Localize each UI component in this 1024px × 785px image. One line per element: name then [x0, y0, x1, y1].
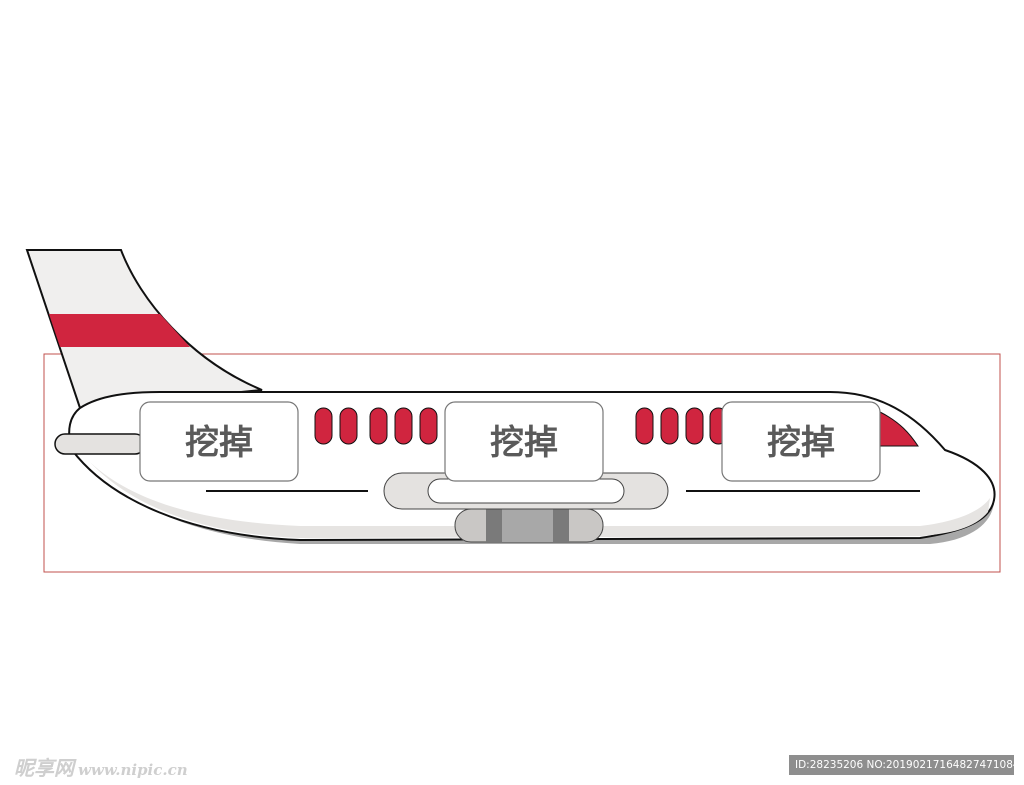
guide-frame	[43, 353, 1001, 573]
cutout-label: 挖掉	[767, 423, 835, 463]
passenger-window	[394, 407, 413, 445]
cutout-label: 挖掉	[185, 423, 253, 463]
passenger-window	[660, 407, 679, 445]
tail-stripe	[49, 314, 190, 347]
cutout-box-1: 挖掉	[139, 401, 299, 482]
cutout-box-3: 挖掉	[721, 401, 881, 482]
watermark-brand-name: 昵享网	[14, 756, 74, 780]
passenger-window	[314, 407, 333, 445]
watermark-id-badge: ID:28235206 NO:20190217164827471084	[789, 755, 1014, 775]
passenger-window	[635, 407, 654, 445]
wing-inner	[427, 478, 625, 504]
cutout-label: 挖掉	[490, 423, 558, 463]
passenger-window	[685, 407, 704, 445]
horizontal-stabilizer	[54, 433, 146, 455]
passenger-window	[369, 407, 388, 445]
fuselage-inner-shade	[90, 462, 990, 538]
passenger-window	[339, 407, 358, 445]
cutout-box-2: 挖掉	[444, 401, 604, 482]
watermark-url: www.nipic.cn	[78, 761, 188, 779]
cockpit-window	[879, 411, 919, 447]
landing-gear	[454, 508, 604, 543]
passenger-window	[419, 407, 438, 445]
window-row	[314, 407, 728, 445]
